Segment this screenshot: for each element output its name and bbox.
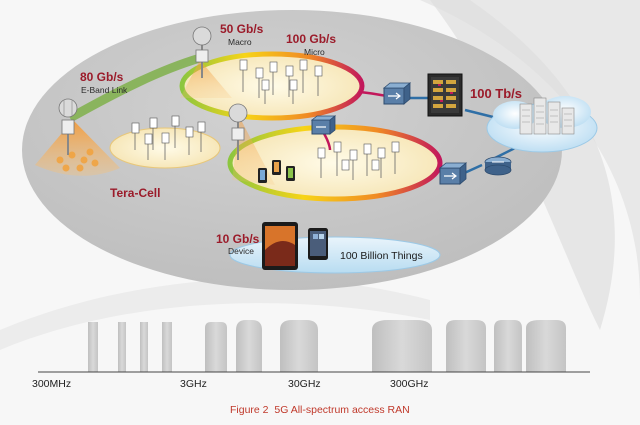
macro-sub-label: Macro <box>228 37 252 47</box>
figure-caption: Figure 2 5G All-spectrum access RAN <box>230 404 410 416</box>
tablet-icon <box>262 222 298 270</box>
core-router <box>484 156 512 176</box>
freq-tick-30ghz: 30GHz <box>288 378 321 390</box>
freq-tick-3ghz: 3GHz <box>180 378 207 390</box>
macro-rate-label: 50 Gb/s <box>220 22 264 36</box>
eband-sub-label: E-Band Link <box>81 85 128 95</box>
eband-rate-label: 80 Gb/s <box>80 70 124 84</box>
macro-micro-cell <box>179 51 365 121</box>
phone-icon <box>308 228 328 260</box>
device-rate-label: 10 Gb/s <box>216 232 260 246</box>
things-area <box>229 222 441 274</box>
eband-link <box>67 53 202 122</box>
smartphone-icons <box>258 160 295 183</box>
cloud-datacenter <box>486 96 598 153</box>
backhaul-rate-label: 100 Tb/s <box>470 86 523 101</box>
things-label: 100 Billion Things <box>340 250 423 262</box>
micro-tower <box>228 103 248 160</box>
lower-cell <box>227 118 443 202</box>
spectrum-bars <box>88 320 566 372</box>
tera-cell-label: Tera-Cell <box>110 186 161 200</box>
freq-tick-300ghz: 300GHz <box>390 378 429 390</box>
macro-tower <box>192 26 212 78</box>
micro-sub-label: Micro <box>304 47 325 57</box>
processor-chip <box>427 73 463 117</box>
micro-rate-label: 100 Gb/s <box>286 32 337 46</box>
eband-tower <box>58 98 78 155</box>
tera-cell <box>35 115 221 176</box>
device-sub-label: Device <box>228 246 254 256</box>
router-nodes <box>310 82 512 185</box>
freq-tick-300mhz: 300MHz <box>32 378 72 390</box>
